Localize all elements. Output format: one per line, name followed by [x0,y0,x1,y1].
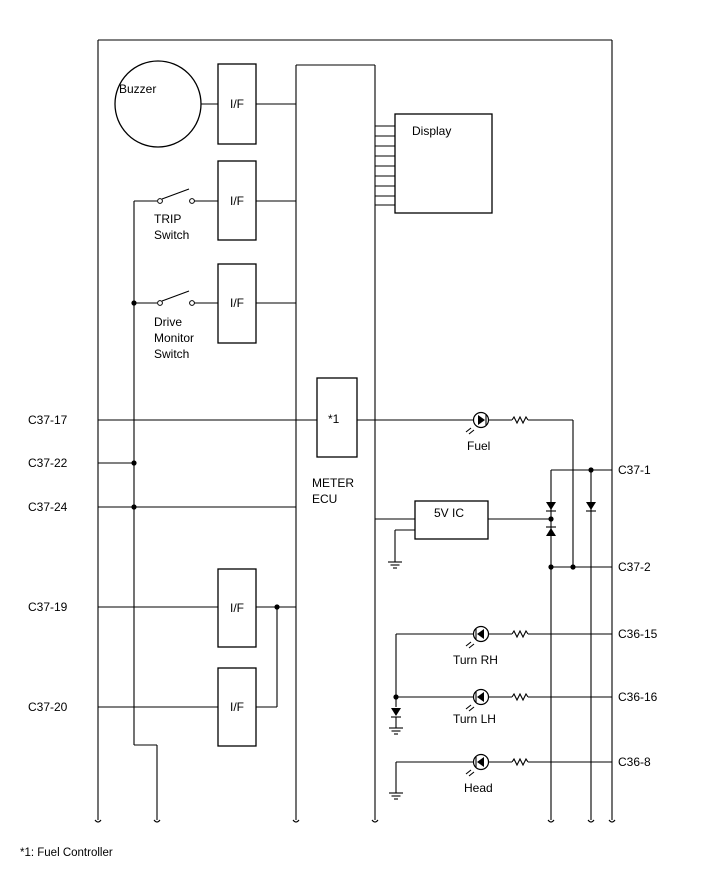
meter-ecu-block [292,64,379,823]
pin-c37-19: C37-19 [28,600,68,614]
pin-c37-1: C37-1 [618,463,651,477]
if-block-c37-19 [217,568,257,648]
pin-c37-20: C37-20 [28,700,68,714]
if-label-c37-20: I/F [230,700,244,714]
head-lamp-led [465,753,490,777]
drive-monitor-switch [134,290,218,306]
display-label: Display [412,124,451,138]
meter-ecu-label-line2: ECU [312,492,337,506]
pin-c36-8: C36-8 [618,755,651,769]
if-label-trip: I/F [230,194,244,208]
pin-c37-2: C37-2 [618,560,651,574]
diode-c37-1 [586,502,596,512]
pin-c36-16: C36-16 [618,690,658,704]
if-block-c37-20 [217,667,257,747]
display-bus-lines [375,125,395,206]
drive-monitor-label-line2: Monitor [154,331,194,345]
drive-monitor-label-line3: Switch [154,347,189,361]
if-label-buzzer: I/F [230,97,244,111]
lamp-fuel-label: Fuel [467,439,490,453]
lamp-head-label: Head [464,781,493,795]
pin-c37-24: C37-24 [28,500,68,514]
turn-lh-lamp-led [465,688,490,712]
buzzer-label: Buzzer [119,82,156,96]
diode-upper [546,502,556,512]
fuel-lamp-led [465,411,490,435]
footnote: *1: Fuel Controller [20,847,113,859]
if-block-buzzer [217,63,257,145]
buzzer [114,60,202,148]
display-block [394,113,493,214]
if-label-drive-monitor: I/F [230,296,244,310]
diode-lower [546,526,556,536]
trip-switch-label-line2: Switch [154,228,189,242]
pin-c37-22: C37-22 [28,456,68,470]
outer-frame [94,39,616,823]
lamp-turn-lh-label: Turn LH [453,712,496,726]
ground-diode-turn [391,708,401,718]
meter-ecu-label-line1: METER [312,476,354,490]
pin-c37-17: C37-17 [28,413,68,427]
if-block-drive-monitor [217,263,257,344]
turn-rh-lamp-led [465,625,490,649]
pin-c36-15: C36-15 [618,627,658,641]
trip-switch-label-line1: TRIP [154,212,181,226]
fuel-controller-ref-label: *1 [328,412,340,426]
drive-monitor-label-line1: Drive [154,315,182,329]
ic-5v-block [414,500,489,540]
if-label-c37-19: I/F [230,601,244,615]
ic-5v-label: 5V IC [434,506,464,520]
fuel-controller-block [316,377,358,458]
lamp-turn-rh-label: Turn RH [453,653,498,667]
if-block-trip [217,160,257,241]
trip-switch [134,188,218,204]
